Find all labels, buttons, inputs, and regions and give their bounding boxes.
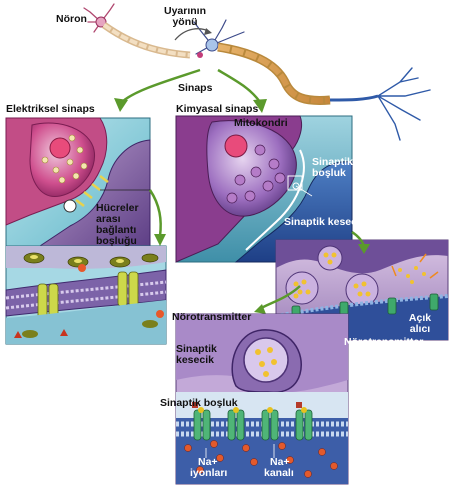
stimulus-direction-label-line-2: yönü (172, 16, 198, 28)
gap-junction-label-line-1: Hücreler (96, 202, 139, 214)
neurotransmitter-label-right: Nörotransmitter (344, 336, 424, 348)
gap-junction-detail (5, 189, 167, 345)
na-ions-label-line-1: Na+ (198, 456, 218, 468)
chemical-synapse-label: Kimyasal sinaps (176, 103, 259, 115)
open-receptor-label-line-1: Açık (408, 312, 432, 324)
neuron-illustration (83, 3, 431, 141)
na-channel-label-line-2: kanalı (264, 467, 294, 479)
stimulus-direction-label-line-1: Uyarının (163, 5, 206, 17)
chemical-synapse-panel (175, 115, 353, 263)
na-channel-label-line-1: Na+ (270, 456, 290, 468)
neurotransmitter-label-top: Nörotransmitter (172, 311, 252, 323)
synaptic-cleft-label-line-1: Sinaptik (312, 156, 353, 168)
na-ions-label-line-2: iyonları (190, 467, 228, 479)
gap-junction-label-line-4: boşluğu (96, 235, 137, 247)
mitochondria-label: Mitokondri (234, 117, 288, 129)
synapse-arrows (114, 68, 267, 113)
synaptic-vesicle-small-label-line-1: Sinaptik (176, 343, 217, 355)
electrical-synapse-label: Elektriksel sinaps (6, 103, 95, 115)
synaptic-vesicle-small-label-line-2: kesecik (176, 354, 214, 366)
synapse-label: Sinaps (178, 82, 213, 94)
synaptic-cleft-small-label: Sinaptik boşluk (160, 397, 238, 409)
neuron-label: Nöron (56, 13, 87, 25)
receptor-channel-detail (175, 313, 349, 485)
synaptic-vesicle-label: Sinaptik kesecik (284, 216, 366, 228)
open-receptor-label-line-2: alıcı (409, 323, 431, 335)
gap-junction-label-line-3: bağlantı (96, 224, 137, 236)
electrical-synapse-panel (5, 117, 151, 247)
gap-junction-label-line-2: arası (96, 213, 121, 225)
synaptic-cleft-label-line-2: boşluk (312, 167, 346, 179)
